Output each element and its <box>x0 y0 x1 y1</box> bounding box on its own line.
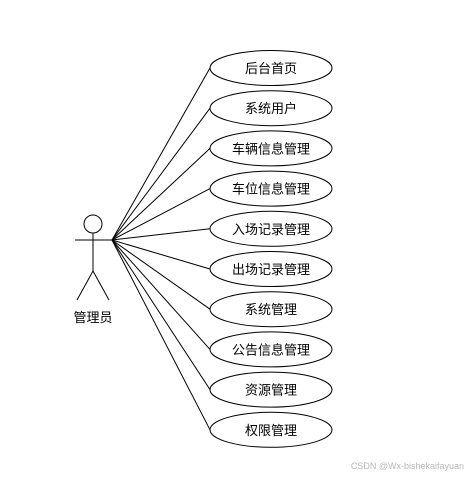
use-case-uc5: 入场记录管理 <box>209 210 333 247</box>
use-case-label: 出场记录管理 <box>232 263 310 278</box>
use-case-ellipse <box>209 291 333 328</box>
association-line-uc7 <box>111 239 211 310</box>
use-case-ellipse <box>209 371 333 408</box>
associations <box>111 67 211 431</box>
use-case-uc10: 权限管理 <box>209 411 333 448</box>
association-line-uc10 <box>111 239 211 431</box>
association-line-uc4 <box>111 188 211 241</box>
use-case-uc4: 车位信息管理 <box>209 170 333 207</box>
use-case-ellipse <box>209 130 333 167</box>
actor-label: 管理员 <box>73 311 112 326</box>
use-case-ellipse <box>209 251 333 287</box>
use-case-label: 车位信息管理 <box>232 182 310 198</box>
use-case-ellipse <box>209 331 333 368</box>
use-case-label: 资源管理 <box>245 384 297 399</box>
use-case-label: 权限管理 <box>245 423 297 439</box>
actor <box>75 214 112 301</box>
association-line-uc9 <box>111 239 211 390</box>
use-case-label: 公告信息管理 <box>232 342 310 358</box>
association-line-uc1 <box>111 67 211 241</box>
use-case-uc8: 公告信息管理 <box>209 331 333 368</box>
use-case-label: 车辆信息管理 <box>232 141 310 157</box>
use-case-ellipse <box>209 170 333 207</box>
association-line-uc2 <box>111 107 211 241</box>
use-case-label: 入场记录管理 <box>232 223 310 238</box>
use-case-uc1: 后台首页 <box>209 50 333 86</box>
use-case-uc9: 资源管理 <box>209 371 333 408</box>
use-case-uc7: 系统管理 <box>209 291 333 328</box>
actor-right-leg <box>92 270 110 301</box>
association-line-uc6 <box>111 239 211 270</box>
association-line-uc8 <box>111 239 211 350</box>
use-case-uc6: 出场记录管理 <box>209 251 333 287</box>
use-case-label: 系统用户 <box>245 101 297 117</box>
use-case-uc2: 系统用户 <box>209 90 333 127</box>
actor-left-leg <box>76 270 94 301</box>
actor-head-icon <box>83 214 103 234</box>
association-line-uc3 <box>111 148 211 241</box>
use-case-ellipse <box>209 50 333 86</box>
use-cases: 后台首页系统用户车辆信息管理车位信息管理入场记录管理出场记录管理系统管理公告信息… <box>209 50 333 448</box>
use-case-ellipse <box>209 210 333 247</box>
use-case-label: 后台首页 <box>245 62 297 77</box>
use-case-ellipse <box>209 411 333 448</box>
use-case-uc3: 车辆信息管理 <box>209 130 333 167</box>
association-line-uc5 <box>111 228 211 241</box>
use-case-label: 系统管理 <box>245 303 297 318</box>
use-case-ellipse <box>209 90 333 127</box>
watermark: CSDN @Wx-bishekaifayuan <box>351 461 464 471</box>
